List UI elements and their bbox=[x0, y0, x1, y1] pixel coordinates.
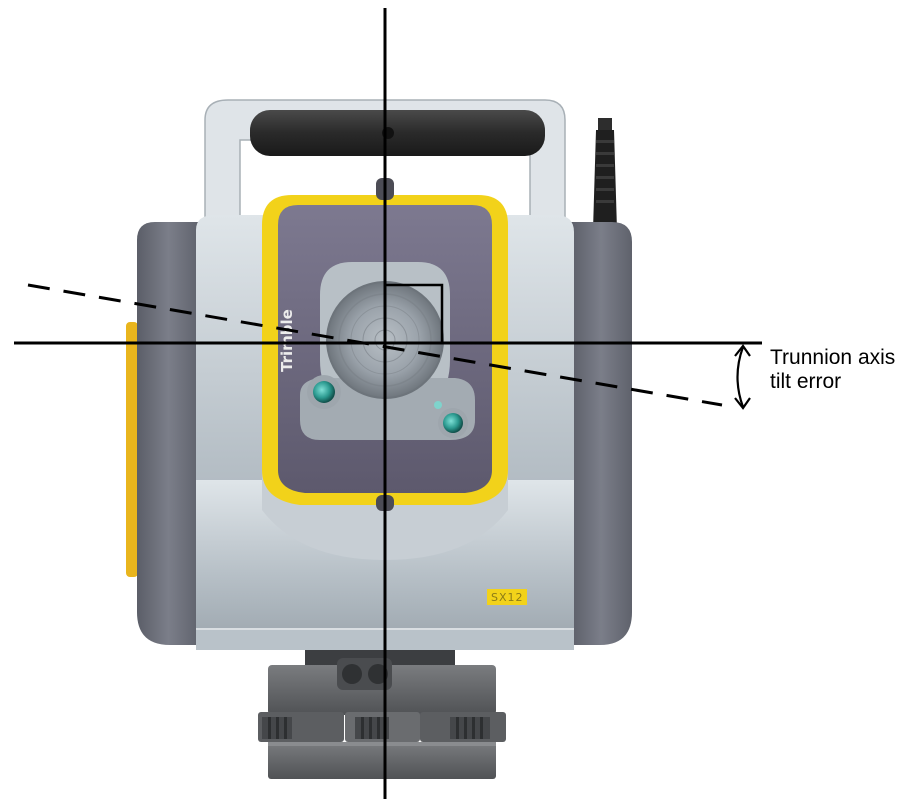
tilted-trunnion-axis-line bbox=[27, 283, 723, 407]
annotation-line-1: Trunnion axis bbox=[770, 346, 895, 369]
brand-name: Trimble bbox=[278, 309, 296, 372]
leveling-screw-left bbox=[262, 717, 292, 739]
leveling-screw-center bbox=[355, 717, 389, 739]
tribrach-base bbox=[258, 640, 506, 779]
axis-lines bbox=[14, 8, 762, 799]
trimble-logo-icon: Trimble bbox=[278, 309, 296, 372]
right-port-icon bbox=[434, 401, 468, 438]
left-port-icon bbox=[307, 375, 341, 409]
annotation-line-2: tilt error bbox=[770, 370, 841, 393]
leveling-screw-right bbox=[450, 717, 490, 739]
antenna-icon bbox=[593, 118, 617, 230]
tilt-angle-arrow bbox=[734, 344, 751, 410]
model-badge-text: SX12 bbox=[491, 591, 524, 604]
model-badge: SX12 bbox=[487, 589, 527, 605]
tribrach-lock-knobs bbox=[337, 658, 392, 690]
right-angle-marker bbox=[385, 283, 444, 343]
annotation-label: Trunnion axis tilt error bbox=[770, 346, 895, 393]
